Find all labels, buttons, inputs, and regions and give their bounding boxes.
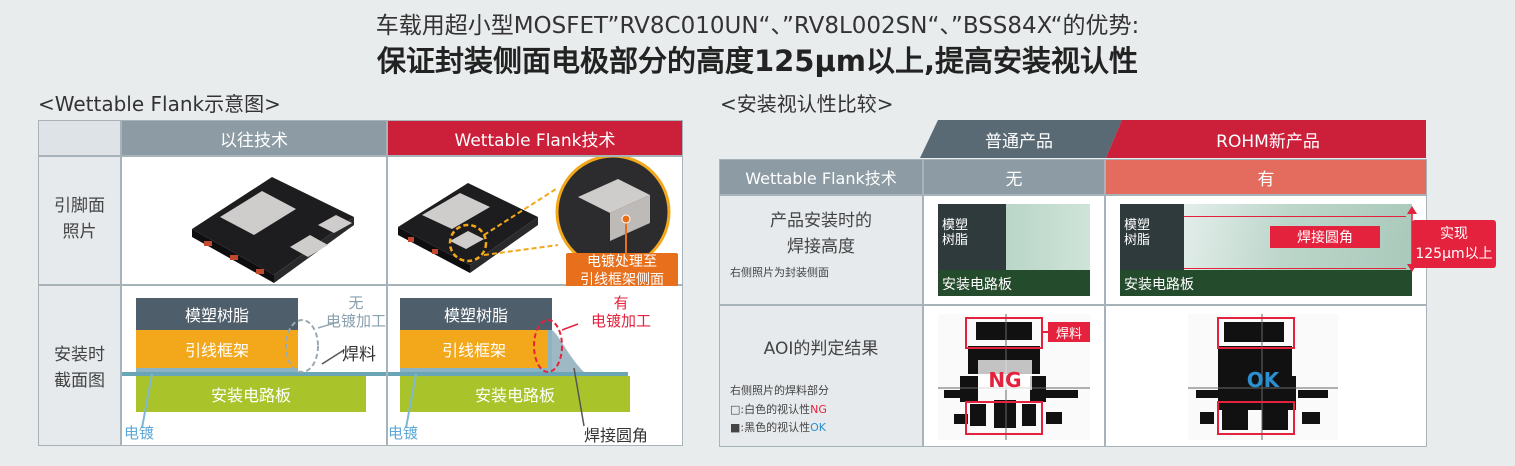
normal-side-photo: 模塑 树脂 安装电路板: [938, 204, 1090, 296]
new-side-plating: [548, 330, 552, 370]
new-fillet-label: 焊接圆角: [584, 426, 649, 445]
title-line1: 车载用超小型MOSFET”RV8C010UN“、”RV8L002SN“、”BSS…: [375, 13, 1140, 39]
rohm-aoi-image: [1188, 314, 1338, 440]
new-has-plating-label: 有 电镀加工: [590, 294, 651, 330]
old-plating-strip: [136, 368, 298, 372]
solder-tag: 焊料: [1048, 322, 1090, 342]
rohm-fillet-label: 焊接圆角: [1270, 226, 1380, 248]
new-package-image: [398, 154, 671, 273]
new-plating-label: 电镀: [388, 424, 419, 442]
row2-note2: □:白色的视认性NG: [730, 401, 827, 417]
row2-label: 安装时 截面图: [54, 345, 105, 391]
rohm-photo-cell: 焊接圆角 模塑 树脂 安装电路板: [1106, 196, 1426, 304]
rohm-mold-label: 模塑 树脂: [1124, 218, 1151, 248]
row2-label: AOI的判定结果: [763, 339, 879, 359]
row0-rohm: 有: [1106, 160, 1426, 194]
new-fillet-image: [388, 330, 628, 376]
new-callout-lines: [405, 319, 585, 429]
row2-note2-text: □:白色的视认性: [730, 403, 811, 416]
new-cross-section: 模塑树脂 引线框架 安装电路板 有 电镀加工 电镀 焊接圆角: [388, 286, 682, 445]
rohm-board-label: 安装电路板: [1124, 277, 1194, 293]
old-solder-strip: [122, 372, 386, 376]
ok-label: OK: [1246, 368, 1280, 392]
new-plating-strip: [400, 368, 552, 372]
rohm-aoi-cell: OK: [1106, 306, 1426, 446]
old-plating-label: 电镀: [124, 424, 155, 442]
wettable-flank-table: 以往技术 Wettable Flank技术 引脚面 照片: [38, 120, 683, 446]
old-callout-lines: [141, 319, 345, 429]
normal-photo-cell: 模塑 树脂 安装电路板: [924, 196, 1104, 304]
old-package-image: [192, 177, 354, 283]
ng-label: NG: [988, 368, 1022, 392]
new-board-layer: 安装电路板: [400, 376, 630, 412]
visibility-table: Wettable Flank技术 无 有 产品安装时的 焊接高度 右侧照片为封装…: [719, 159, 1427, 447]
old-frame-layer: 引线框架: [136, 330, 298, 368]
row1-label: 产品安装时的 焊接高度: [770, 211, 872, 257]
row0-normal: 无: [924, 160, 1104, 194]
title-line2: 保证封装侧面电极部分的高度125μm以上,提高安装视认性: [376, 44, 1139, 78]
old-photo-cell: [122, 157, 386, 284]
row0-label: Wettable Flank技术: [720, 160, 922, 194]
row2-label-cell: AOI的判定结果 右侧照片的焊料部分 □:白色的视认性NG ■:黑色的视认性OK: [720, 306, 922, 446]
row1-note: 右侧照片为封装侧面: [730, 266, 829, 279]
left-section-title: <Wettable Flank示意图>: [38, 92, 281, 116]
row2-note3-ok: OK: [810, 421, 826, 434]
row2-note1: 右侧照片的焊料部分: [730, 384, 829, 397]
row2-label-cell: 安装时 截面图: [39, 286, 120, 445]
rohm-side-photo: 焊接圆角 模塑 树脂 安装电路板: [1120, 204, 1412, 296]
right-header-tabs: [920, 120, 1426, 158]
old-no-plating-label: 无 电镀加工: [325, 294, 386, 330]
old-board-layer: 安装电路板: [136, 376, 366, 412]
normal-board-label: 安装电路板: [942, 277, 1012, 293]
row2-note2-ng: NG: [810, 403, 827, 416]
normal-mold-label: 模塑 树脂: [942, 218, 969, 248]
header-wettable-flank: Wettable Flank技术: [388, 121, 682, 155]
row1-label-cell: 引脚面 照片: [39, 157, 120, 284]
normal-aoi-cell: NG 焊料: [924, 306, 1104, 446]
row1-label-cell: 产品安装时的 焊接高度 右侧照片为封装侧面: [720, 196, 922, 304]
right-section-title: <安装视认性比较>: [720, 92, 894, 116]
corner-cell: [39, 121, 120, 155]
row2-note3-text: ■:黑色的视认性: [730, 421, 811, 434]
new-frame-layer: 引线框架: [400, 330, 548, 368]
old-solder-label: 焊料: [342, 345, 376, 365]
header-normal-product: 普通产品: [985, 131, 1053, 152]
header-rohm-product: ROHM新产品: [1216, 131, 1320, 152]
row2-note3: ■:黑色的视认性OK: [730, 419, 826, 435]
new-mold-layer: 模塑树脂: [400, 298, 552, 330]
plating-callout: 电镀处理至 引线框架侧面: [566, 253, 678, 291]
achieve-badge: 实现 125μm以上: [1412, 220, 1496, 268]
new-photo-cell: 电镀处理至 引线框架侧面: [388, 154, 682, 291]
row1-label: 引脚面 照片: [54, 196, 105, 242]
old-mold-layer: 模塑树脂: [136, 298, 298, 330]
old-cross-section: 模塑树脂 引线框架 安装电路板 无 电镀加工 焊料 电镀: [122, 286, 386, 445]
header-old-tech: 以往技术: [122, 121, 386, 155]
